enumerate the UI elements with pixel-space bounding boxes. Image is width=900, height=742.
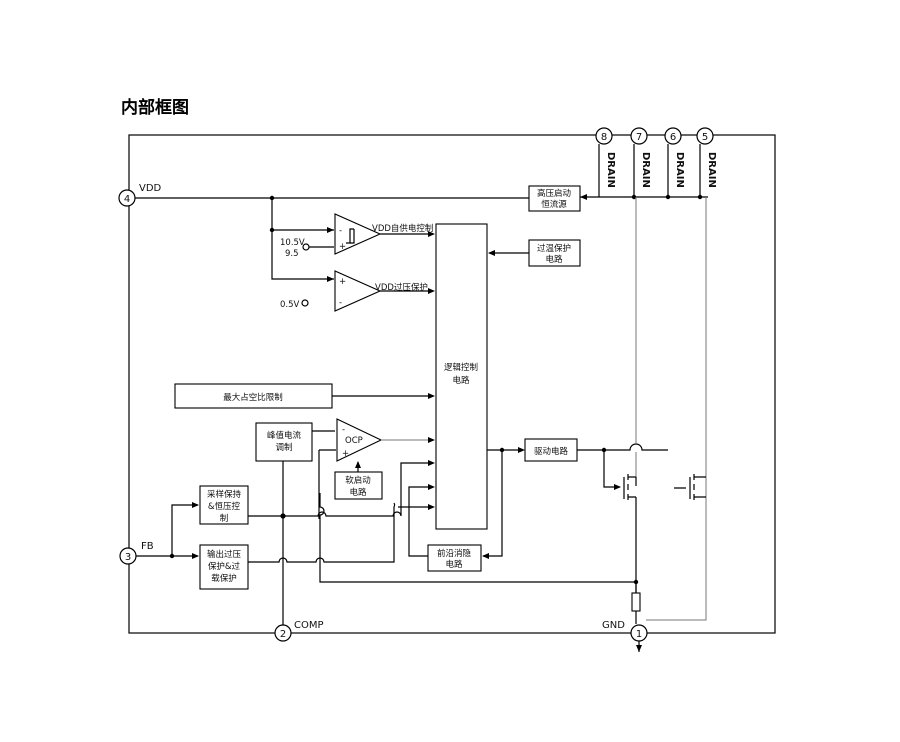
chip-outline — [128, 134, 776, 634]
sample-hold-block — [199, 485, 249, 525]
drain-pin-5: 5 DRAIN — [696, 127, 717, 188]
svg-text:驱动电路: 驱动电路 — [534, 446, 569, 457]
svg-text:DRAIN: DRAIN — [706, 152, 717, 188]
svg-text:输出过压: 输出过压 — [207, 549, 242, 560]
svg-text:电路: 电路 — [349, 487, 367, 498]
svg-text:+: + — [339, 242, 346, 252]
svg-text:+: + — [339, 277, 346, 287]
svg-text:恒流源: 恒流源 — [541, 199, 567, 210]
drain-pin-7: 7 DRAIN — [630, 127, 651, 188]
svg-text:OCP: OCP — [345, 436, 363, 446]
soft-start-block — [334, 471, 383, 500]
hv-startup-block — [528, 185, 581, 212]
svg-text:-: - — [339, 226, 342, 236]
svg-text:电路: 电路 — [545, 254, 563, 265]
peak-current-block — [255, 422, 313, 462]
fb-pin: 3 FB — [119, 541, 154, 565]
svg-text:高压启动: 高压启动 — [537, 188, 572, 199]
svg-text:10.5V: 10.5V — [280, 238, 305, 248]
svg-text:GND: GND — [602, 620, 625, 631]
svg-text:7: 7 — [636, 132, 642, 143]
ocp-comparator: - + OCP — [336, 418, 383, 462]
otp-block — [528, 239, 581, 267]
svg-text:DRAIN: DRAIN — [674, 152, 685, 188]
svg-text:过温保护: 过温保护 — [537, 243, 571, 254]
svg-text:+: + — [342, 449, 349, 459]
svg-text:&恒压控: &恒压控 — [208, 501, 241, 512]
svg-text:2: 2 — [280, 629, 286, 640]
svg-text:3: 3 — [125, 552, 131, 563]
svg-text:FB: FB — [141, 541, 154, 552]
svg-text:DRAIN: DRAIN — [605, 152, 616, 188]
svg-text:采样保持: 采样保持 — [207, 489, 242, 500]
svg-text:逻辑控制: 逻辑控制 — [444, 362, 478, 373]
svg-text:调制: 调制 — [275, 442, 292, 453]
svg-text:电路: 电路 — [452, 375, 470, 386]
svg-text:0.5V: 0.5V — [280, 300, 300, 310]
vdd-ovp-label: VDD过压保护 — [375, 282, 428, 293]
svg-text:8: 8 — [601, 132, 607, 143]
vdd-ovp-comparator: + - — [334, 270, 382, 312]
uvlo-comparator: - + — [334, 213, 382, 255]
svg-text:-: - — [339, 298, 342, 308]
svg-text:6: 6 — [670, 132, 676, 143]
svg-text:软启动: 软启动 — [345, 475, 371, 486]
svg-text:-: - — [342, 425, 345, 435]
svg-text:COMP: COMP — [294, 620, 324, 631]
logic-control-block — [435, 223, 488, 530]
gnd-pin: 1 GND — [602, 620, 648, 642]
svg-text:制: 制 — [220, 513, 229, 524]
svg-text:4: 4 — [124, 194, 130, 205]
svg-text:前沿消隐: 前沿消隐 — [437, 548, 472, 559]
svg-text:1: 1 — [636, 629, 642, 640]
sense-mosfet — [674, 474, 706, 500]
svg-text:VDD: VDD — [139, 183, 162, 194]
svg-text:峰值电流: 峰值电流 — [267, 430, 302, 441]
vdd-pin: 4 VDD — [118, 183, 162, 207]
svg-text:DRAIN: DRAIN — [640, 152, 651, 188]
svg-text:5: 5 — [702, 132, 708, 143]
uvlo-label: VDD自供电控制 — [372, 223, 433, 234]
svg-text:保护&过: 保护&过 — [208, 561, 241, 572]
comp-pin: 2 COMP — [274, 620, 324, 642]
svg-text:电路: 电路 — [445, 559, 463, 570]
drain-pin-6: 6 DRAIN — [664, 127, 685, 188]
svg-text:载保护: 载保护 — [211, 573, 237, 584]
ovp-overload-block — [199, 544, 249, 590]
svg-text:9.5: 9.5 — [285, 249, 299, 259]
page-title: 内部框图 — [121, 98, 189, 118]
svg-text:最大占空比限制: 最大占空比限制 — [223, 392, 283, 403]
leb-block — [427, 544, 482, 572]
drain-pin-8: 8 DRAIN — [595, 127, 616, 188]
sense-resistor — [631, 592, 641, 612]
